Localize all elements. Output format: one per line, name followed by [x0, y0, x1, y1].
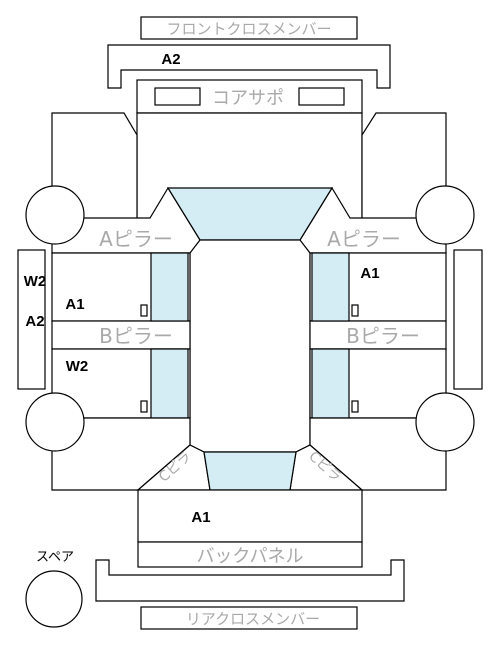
back-panel-label: バックパネル [196, 546, 303, 567]
core-support-right-slot [298, 87, 345, 106]
rear-cross-member-label: リアクロスメンバー [186, 610, 320, 628]
left-front-door-handle [140, 304, 148, 317]
back-panel-box[interactable] [137, 541, 363, 568]
spare-tire-label: スペア [36, 550, 74, 565]
front-left-wheel[interactable] [25, 185, 85, 245]
left-rear-door-handle [140, 400, 148, 413]
core-support-label: コアサポ [212, 88, 284, 109]
right-side-sill[interactable] [453, 249, 483, 390]
left-b-pillar-label: Bピラー [99, 324, 173, 348]
front-cross-member-label: フロントクロスメンバー [166, 20, 331, 38]
front-bumper-label-a2: A2 [161, 51, 180, 68]
rear-left-wheel[interactable] [25, 392, 85, 452]
right-rear-door-handle [351, 400, 359, 413]
rear-window[interactable] [203, 451, 297, 491]
left-side-sill[interactable] [17, 249, 46, 390]
left-a-pillar-label: Aピラー [99, 227, 173, 251]
right-rear-window[interactable] [311, 348, 350, 419]
trunk-lid[interactable] [137, 489, 363, 543]
left-side-sill-label-a2: A2 [25, 313, 44, 330]
trunk-lid-label-a1: A1 [191, 509, 210, 526]
left-b-pillar[interactable] [51, 320, 191, 350]
rear-bumper-bracket[interactable] [95, 559, 405, 602]
right-front-window[interactable] [311, 252, 350, 322]
right-front-door-handle [351, 304, 359, 317]
left-rear-door-label-w2: W2 [66, 358, 89, 375]
front-right-wheel[interactable] [415, 185, 475, 245]
front-bumper-bracket[interactable] [107, 44, 391, 89]
left-front-window[interactable] [150, 252, 189, 322]
rear-right-wheel[interactable] [415, 392, 475, 452]
core-support-left-slot [154, 87, 201, 106]
spare-tire[interactable] [25, 570, 83, 628]
front-cross-member-box[interactable] [140, 16, 358, 40]
left-rear-window[interactable] [150, 348, 189, 419]
right-a-pillar-label: Aピラー [327, 227, 401, 251]
roof-panel[interactable] [189, 239, 311, 453]
left-side-sill-label-w2: W2 [24, 273, 47, 290]
right-b-pillar[interactable] [309, 320, 447, 350]
right-front-door-label-a1: A1 [360, 265, 379, 282]
rear-cross-member-box[interactable] [140, 606, 358, 630]
left-front-door-label-a1: A1 [65, 296, 84, 313]
right-b-pillar-label: Bピラー [346, 324, 420, 348]
